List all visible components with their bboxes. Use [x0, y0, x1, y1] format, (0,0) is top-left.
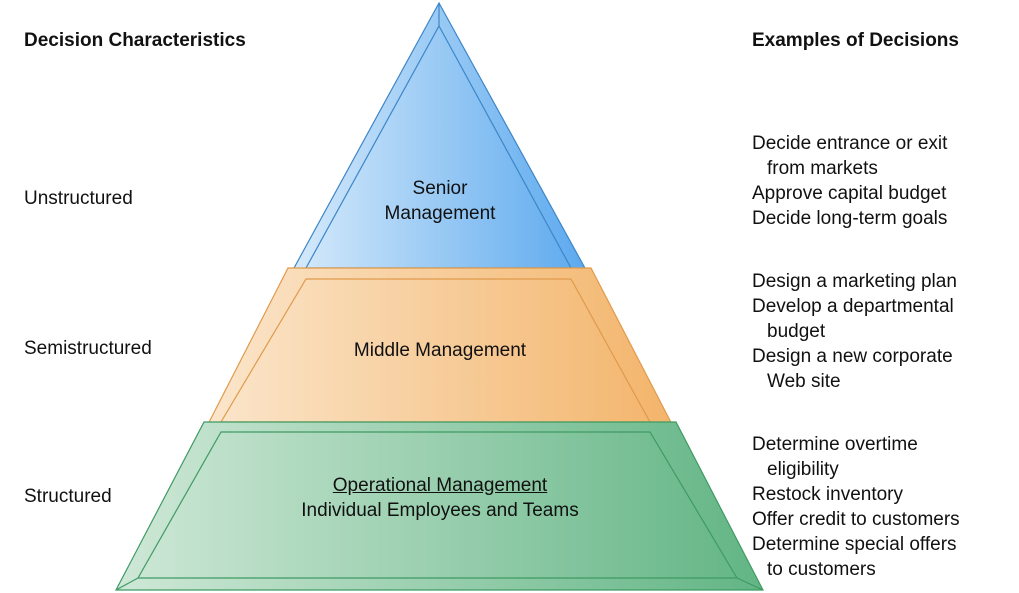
example-item: Restock inventory	[752, 484, 904, 505]
example-item: Decide entrance or exit	[752, 133, 948, 154]
example-item: from markets	[767, 158, 878, 179]
operational-tier	[115, 421, 764, 591]
middle-management-label: Middle Management	[353, 340, 527, 361]
characteristic-structured: Structured	[24, 486, 112, 507]
characteristic-unstructured: Unstructured	[24, 188, 133, 209]
examples-structured: Determine overtime eligibility Restock i…	[752, 432, 960, 582]
operational-management-label: Operational Management Individual Employ…	[240, 473, 640, 523]
example-item: Web site	[767, 371, 841, 392]
example-item: Determine special offers	[752, 534, 957, 555]
example-item: Approve capital budget	[752, 183, 947, 204]
example-item: Design a marketing plan	[752, 271, 957, 292]
decision-characteristics-header: Decision Characteristics	[24, 30, 246, 51]
examples-unstructured: Decide entrance or exit from markets App…	[752, 131, 947, 231]
example-item: Design a new corporate	[752, 346, 953, 367]
example-item: Develop a departmental	[752, 296, 954, 317]
example-item: Decide long-term goals	[752, 208, 948, 229]
characteristic-semistructured: Semistructured	[24, 338, 152, 359]
operational-management-title: Operational Management	[332, 475, 548, 496]
example-item: budget	[767, 321, 826, 342]
senior-management-label: Senior Management	[384, 178, 496, 224]
senior-tier	[286, 1, 593, 280]
operational-management-subtitle: Individual Employees and Teams	[301, 500, 579, 521]
examples-semistructured: Design a marketing plan Develop a depart…	[752, 269, 957, 394]
example-item: Offer credit to customers	[752, 509, 960, 530]
example-item: to customers	[767, 559, 876, 580]
examples-of-decisions-header: Examples of Decisions	[752, 30, 959, 51]
example-item: Determine overtime	[752, 434, 918, 455]
example-item: eligibility	[767, 459, 839, 480]
